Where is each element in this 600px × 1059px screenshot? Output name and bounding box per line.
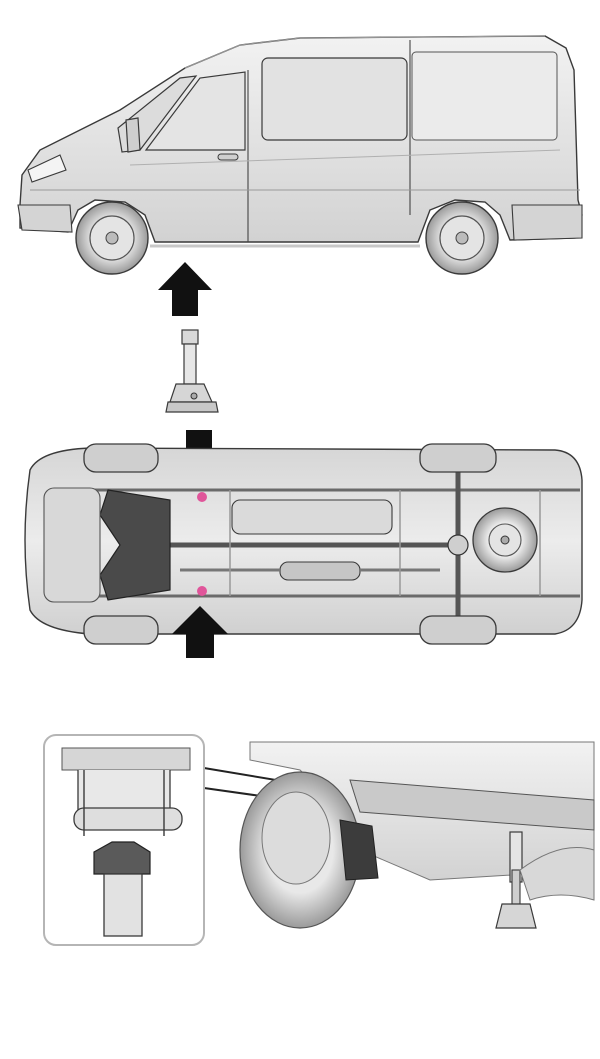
roof-line — [184, 35, 546, 69]
rear-left-wheel — [419, 443, 497, 473]
front-right-wheel — [83, 615, 159, 645]
front-door-window — [144, 71, 246, 151]
arrow-up-icon — [172, 606, 228, 658]
rear-wheel-partial — [519, 847, 595, 901]
arrow-up-icon — [158, 262, 212, 316]
front-wheel — [75, 201, 149, 275]
detail-inset — [43, 734, 205, 946]
rear-side-panel — [411, 51, 558, 141]
differential — [447, 534, 469, 556]
closeup-wheel — [239, 771, 361, 929]
cross-members — [229, 490, 541, 596]
spare-tire — [472, 507, 538, 573]
mud-flap — [339, 819, 379, 881]
van-side-view — [17, 35, 583, 275]
van-underside-view — [24, 443, 583, 645]
side-line — [129, 149, 561, 166]
lift-point-marker-icon — [197, 492, 207, 502]
front-left-wheel — [83, 443, 159, 473]
lift-point-marker-icon — [197, 586, 207, 596]
rear-right-wheel — [419, 615, 497, 645]
door-handle — [217, 153, 239, 161]
front-bumper — [17, 204, 73, 233]
headlight — [27, 154, 67, 183]
door-seams — [247, 40, 411, 242]
scissor-jack-icon — [165, 329, 219, 413]
muffler — [279, 561, 361, 581]
side-window — [261, 57, 408, 141]
rear-wheel — [425, 201, 499, 275]
closeup-jack — [495, 831, 537, 929]
side-mirror — [125, 117, 141, 153]
closeup-rocker-panel — [349, 779, 595, 831]
fuel-tank — [231, 499, 393, 535]
detail-closeup — [239, 741, 595, 929]
rear-bumper — [511, 204, 583, 241]
engine-area — [43, 487, 101, 603]
front-subframe — [99, 489, 171, 601]
